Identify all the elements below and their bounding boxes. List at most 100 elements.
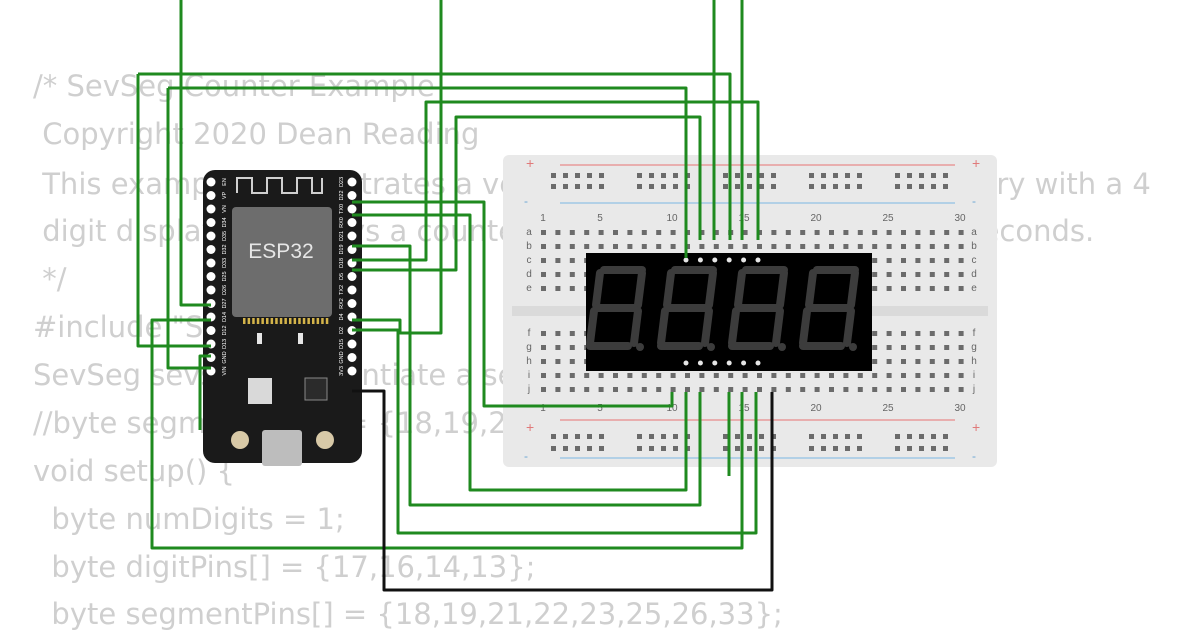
header-pin[interactable]: [206, 218, 216, 227]
breadboard-hole: [931, 173, 936, 178]
breadboard-hole: [656, 387, 662, 392]
header-pin[interactable]: [206, 312, 216, 322]
breadboard-hole: [785, 387, 791, 392]
header-pin[interactable]: [347, 204, 357, 214]
breadboard-hole: [673, 434, 678, 439]
breadboard-hole: [785, 244, 791, 249]
header-pin[interactable]: [206, 231, 216, 241]
breadboard-hole: [569, 331, 575, 336]
column-number: 20: [810, 213, 822, 224]
breadboard-hole: [895, 184, 900, 189]
breadboard-hole: [584, 230, 590, 235]
module-pin: [270, 318, 274, 324]
breadboard-hole: [943, 434, 948, 439]
breadboard-hole: [555, 286, 561, 291]
header-pin[interactable]: [347, 326, 357, 335]
breadboard-hole: [901, 272, 906, 277]
breadboard-hole: [845, 446, 850, 451]
column-number: 10: [666, 403, 678, 414]
breadboard-hole: [713, 230, 719, 235]
breadboard-hole: [901, 387, 906, 392]
header-pin[interactable]: [347, 258, 357, 268]
header-pin[interactable]: [206, 204, 216, 214]
breadboard-hole: [919, 434, 924, 439]
breadboard-hole: [872, 373, 878, 378]
boot-button[interactable]: [231, 431, 249, 449]
decimal-point: [707, 343, 715, 351]
breadboard-hole: [649, 173, 654, 178]
breadboard-hole: [699, 373, 705, 378]
header-pin[interactable]: [347, 191, 357, 200]
seven-segment-display[interactable]: [586, 253, 872, 371]
pin-label: GND: [222, 351, 228, 363]
header-pin[interactable]: [206, 258, 216, 268]
display-segment: [657, 307, 669, 347]
pin-label: D2: [339, 327, 345, 334]
breadboard-hole: [685, 446, 690, 451]
header-pin[interactable]: [206, 285, 216, 295]
header-pin[interactable]: [347, 312, 357, 322]
decimal-point: [778, 343, 786, 351]
header-pin[interactable]: [347, 339, 357, 349]
header-pin[interactable]: [206, 191, 216, 200]
pin-label: D27: [222, 298, 228, 308]
breadboard-hole: [915, 359, 921, 364]
breadboard-hole: [845, 434, 850, 439]
header-pin[interactable]: [347, 272, 357, 281]
header-pin[interactable]: [347, 299, 357, 308]
column-number: 15: [738, 213, 750, 224]
breadboard-hole: [814, 387, 820, 392]
rail-minus-label: -: [524, 449, 528, 463]
header-pin[interactable]: [206, 366, 216, 376]
reset-button[interactable]: [316, 431, 334, 449]
breadboard-hole: [699, 387, 705, 392]
module-pin: [252, 318, 255, 324]
breadboard-hole: [958, 359, 964, 364]
header-pin[interactable]: [347, 245, 357, 254]
header-pin[interactable]: [347, 218, 357, 227]
breadboard-hole: [929, 272, 935, 277]
module-pin: [289, 318, 292, 324]
breadboard-hole: [575, 434, 580, 439]
header-pin[interactable]: [206, 177, 216, 187]
header-pin[interactable]: [206, 299, 216, 308]
breadboard-hole: [670, 230, 676, 235]
breadboard-hole: [872, 359, 878, 364]
row-letter: d: [526, 269, 532, 280]
row-letter: d: [971, 269, 977, 280]
breadboard-hole: [541, 230, 546, 235]
breadboard-hole: [569, 244, 575, 249]
header-pin[interactable]: [347, 366, 357, 376]
code-line: byte segmentPins[] = {18,19,21,22,23,25,…: [33, 597, 783, 631]
pin-label: TX0: [339, 204, 345, 214]
breadboard-hole: [814, 373, 820, 378]
header-pin[interactable]: [347, 285, 357, 295]
breadboard-hole: [551, 173, 556, 178]
pin-label: RX2: [339, 298, 345, 309]
header-pin[interactable]: [347, 353, 357, 362]
breadboard-hole: [886, 286, 892, 291]
breadboard-hole: [723, 184, 728, 189]
header-pin[interactable]: [206, 245, 216, 254]
breadboard-hole: [857, 230, 863, 235]
breadboard-hole: [747, 434, 752, 439]
header-pin[interactable]: [206, 339, 216, 349]
breadboard-hole: [872, 258, 878, 263]
header-pin[interactable]: [347, 231, 357, 241]
row-letter: b: [971, 241, 977, 252]
breadboard-hole: [637, 446, 642, 451]
header-pin[interactable]: [206, 326, 216, 335]
header-pin[interactable]: [206, 272, 216, 281]
row-letter: j: [527, 384, 530, 395]
pin-label: D32: [222, 244, 228, 254]
header-pin[interactable]: [347, 177, 357, 187]
module-pin: [284, 318, 287, 324]
breadboard-hole: [713, 373, 719, 378]
header-pin[interactable]: [206, 353, 216, 362]
breadboard-hole: [627, 373, 633, 378]
breadboard-hole: [958, 230, 964, 235]
decimal-point: [849, 343, 857, 351]
pin-label: D23: [339, 177, 345, 187]
breadboard-hole: [747, 184, 752, 189]
